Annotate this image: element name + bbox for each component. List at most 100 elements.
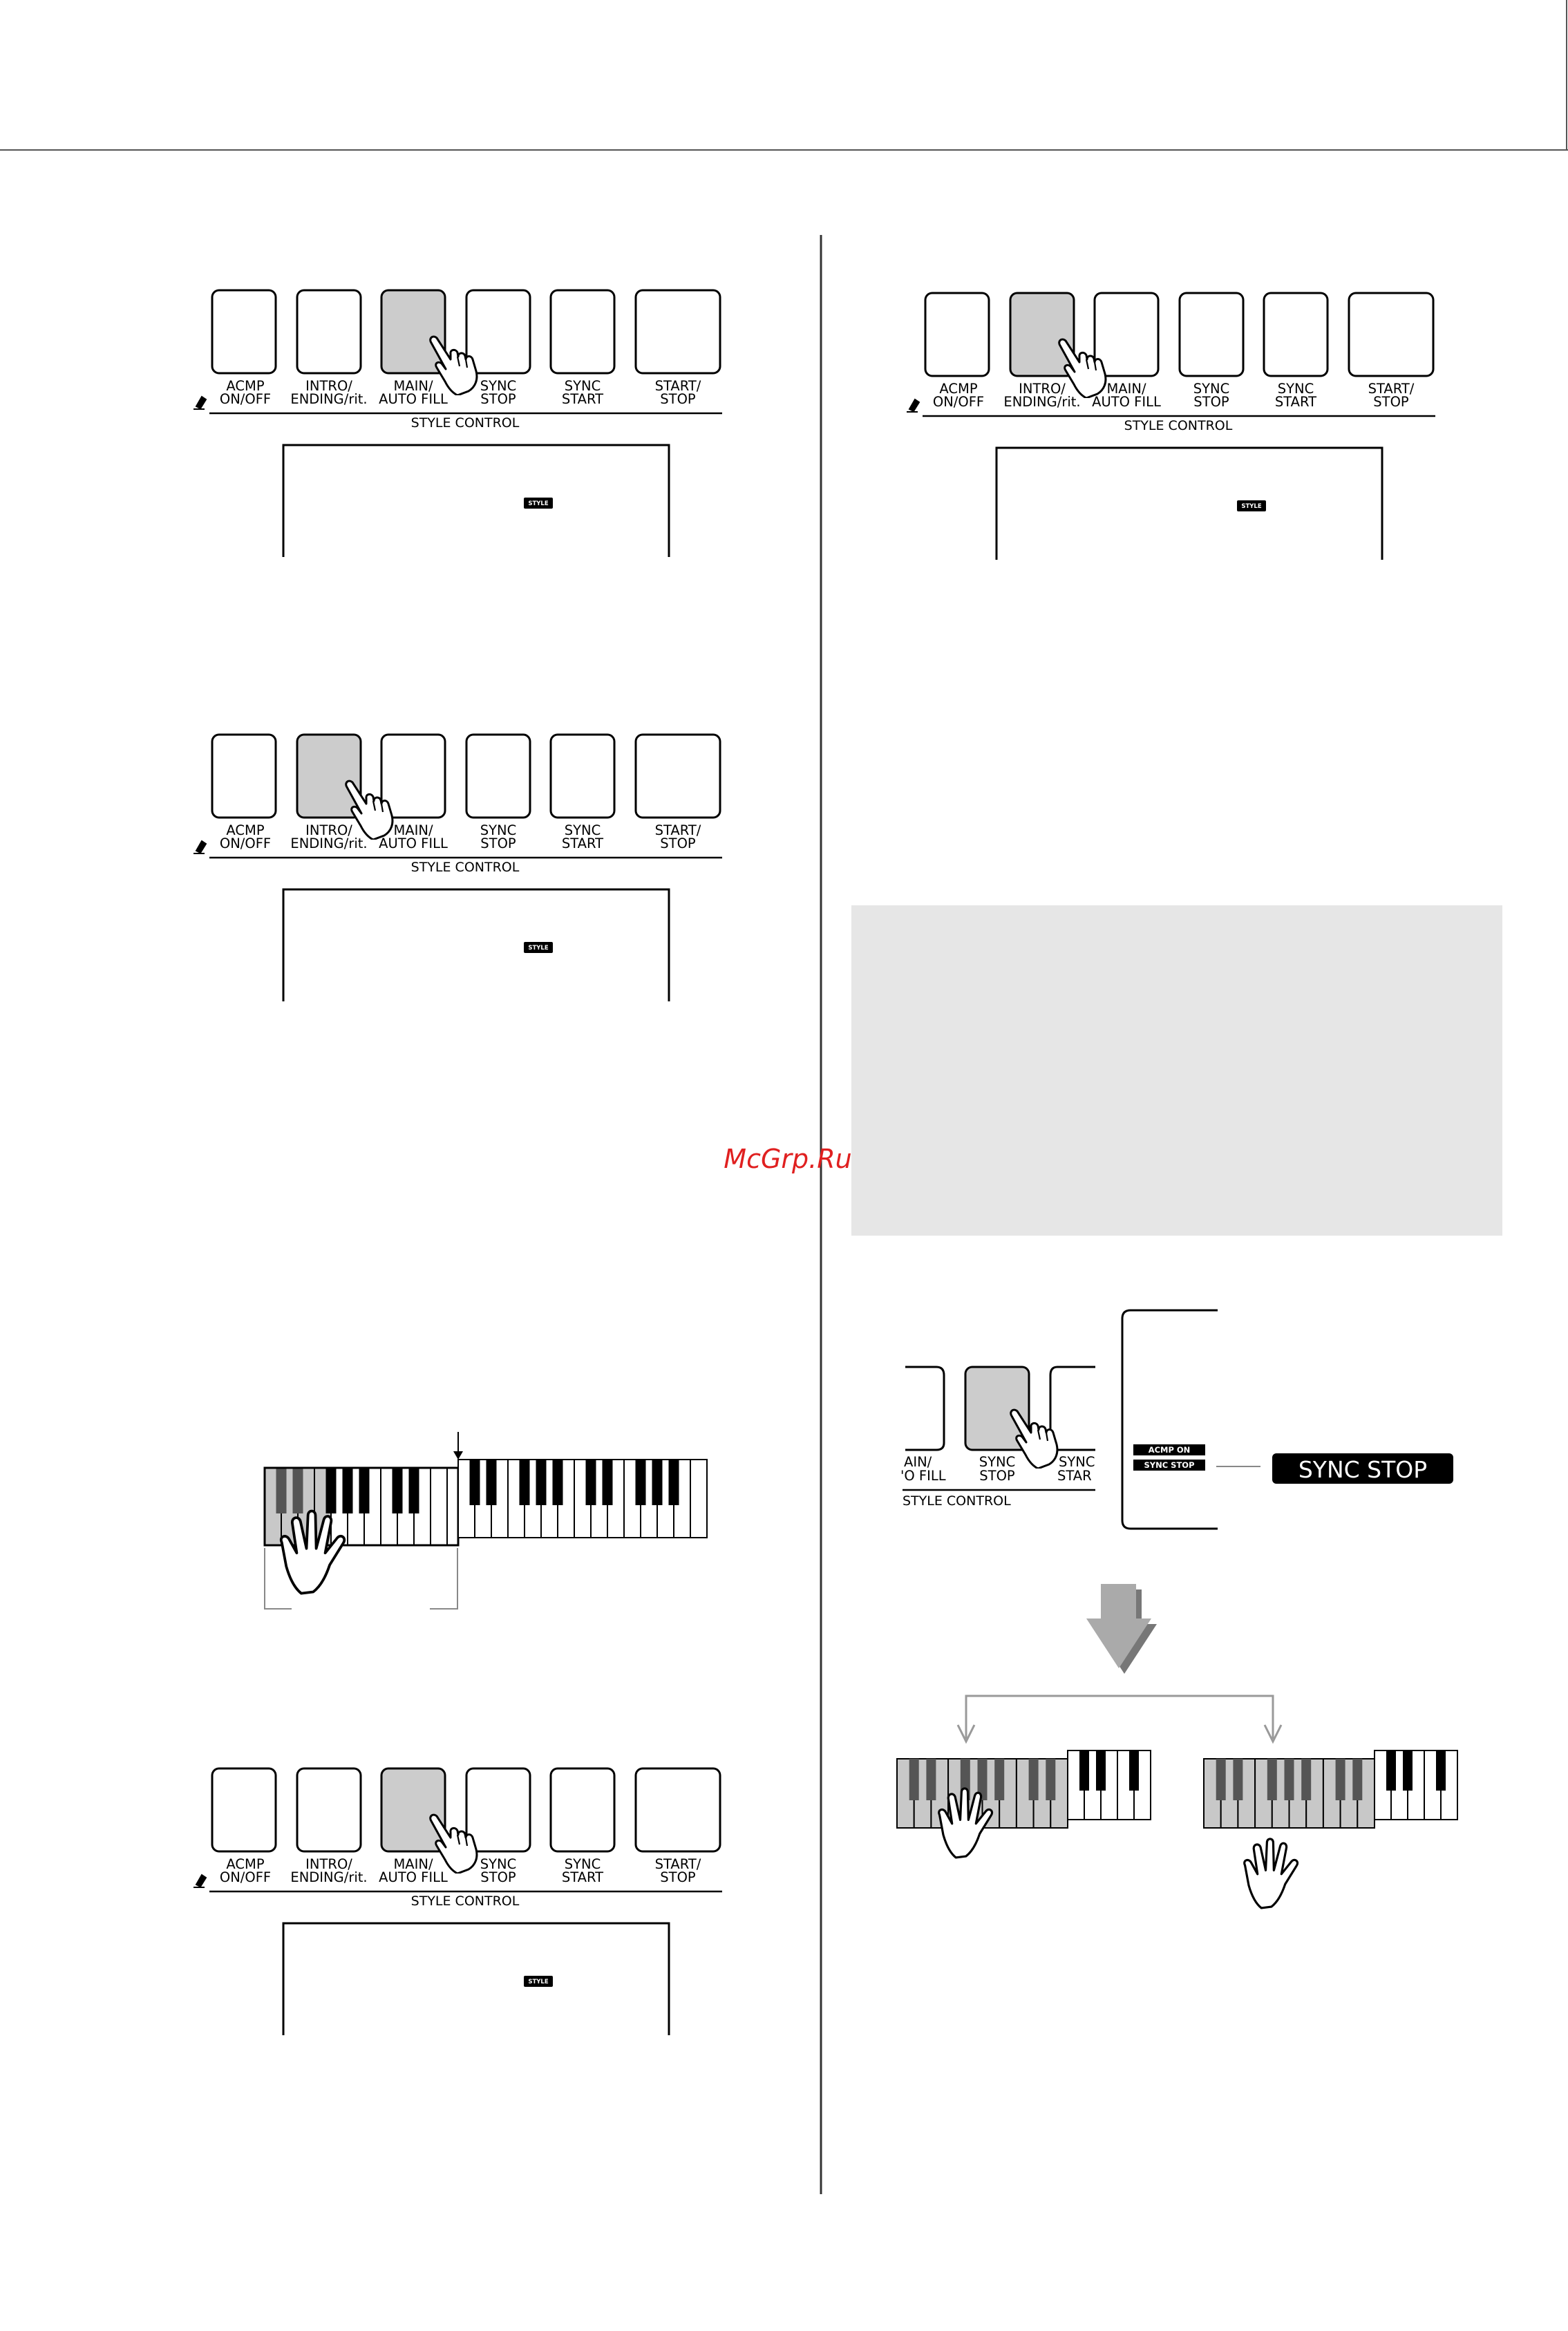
black-key (1284, 1759, 1294, 1800)
acmp-on-indicator (1133, 1444, 1205, 1455)
acmp-button[interactable] (211, 1767, 277, 1853)
intro-button[interactable] (296, 733, 362, 819)
acmp-label-line2: ON/OFF (933, 394, 984, 410)
intro-label-line2: ENDING/rit. (290, 1869, 367, 1885)
main-button[interactable] (380, 289, 446, 375)
black-key (1386, 1750, 1396, 1791)
black-key (1352, 1759, 1363, 1800)
startstop-label-line1: START/ (655, 378, 701, 394)
keyboard-left-section (264, 1467, 448, 1546)
syncstart-label-line1: SYNC (565, 822, 601, 838)
pencil-icon (193, 840, 207, 854)
black-key (392, 1468, 403, 1513)
black-key (1129, 1750, 1139, 1791)
black-key (1267, 1759, 1277, 1800)
pencil-icon (907, 398, 920, 413)
style-control-label: STYLE CONTROL (411, 415, 520, 431)
style-indicator-label: STYLE (528, 945, 548, 952)
black-key (909, 1759, 919, 1800)
acmp-label-line1: ACMP (226, 1856, 264, 1872)
style-indicator (524, 498, 553, 509)
main-label-line2: AUTO FILL (1092, 394, 1161, 410)
startstop-button[interactable] (1348, 292, 1435, 377)
main-label-line2: AUTO FILL (379, 836, 448, 851)
black-key (536, 1460, 547, 1505)
intro-button[interactable] (296, 1767, 362, 1853)
startstop-label-line1: START/ (655, 1856, 701, 1872)
syncstart-button[interactable] (549, 733, 616, 819)
black-key (1046, 1759, 1056, 1800)
black-key (292, 1468, 303, 1513)
black-key (1096, 1750, 1106, 1791)
intro-button[interactable] (296, 289, 362, 375)
main-label-line2: AUTO FILL (379, 1869, 448, 1885)
syncstop-label-line1: SYNC (1193, 381, 1230, 397)
syncstart-button[interactable] (549, 1767, 616, 1853)
partial-button-left[interactable] (905, 1366, 945, 1451)
syncstart-label-line2: START (562, 391, 603, 407)
sync-stop-indicator (1133, 1460, 1205, 1471)
startstop-label-line2: STOP (660, 836, 696, 851)
black-key (652, 1460, 663, 1505)
black-key (519, 1460, 530, 1505)
syncstop-button[interactable] (465, 733, 531, 819)
syncstart-button[interactable] (549, 289, 616, 375)
acmp-button[interactable] (924, 292, 990, 377)
main-button[interactable] (1093, 292, 1160, 377)
keyboard-right-section (457, 1459, 708, 1538)
syncstop-button[interactable] (465, 289, 531, 375)
acmp-button[interactable] (211, 289, 277, 375)
intro-label-line1: INTRO/ (305, 378, 352, 394)
main-button[interactable] (380, 733, 446, 819)
style-indicator-label: STYLE (1241, 503, 1261, 510)
black-key (585, 1460, 596, 1505)
black-key (926, 1759, 936, 1800)
sync-stop-label-1: SYNC (979, 1454, 1016, 1470)
black-key (469, 1460, 480, 1505)
black-key (977, 1759, 988, 1800)
acmp-label-line1: ACMP (226, 822, 264, 838)
syncstop-button[interactable] (465, 1767, 531, 1853)
intro-button[interactable] (1009, 292, 1075, 377)
syncstart-button[interactable] (1263, 292, 1329, 377)
pencil-icon (193, 395, 207, 410)
sync-stop-button[interactable] (964, 1366, 1030, 1451)
acmp-label-line1: ACMP (939, 381, 977, 397)
black-key (635, 1460, 646, 1505)
lcd-display (282, 1922, 670, 2035)
black-key (486, 1460, 497, 1505)
sync-stop-callout-label: SYNC STOP (1298, 1456, 1427, 1483)
black-key (342, 1468, 353, 1513)
sync-stop-callout (1272, 1453, 1453, 1484)
syncstart-label-line2: START (562, 1869, 603, 1885)
intro-label-line1: INTRO/ (1019, 381, 1066, 397)
style-indicator-label: STYLE (528, 1979, 548, 1985)
startstop-label-line2: STOP (660, 1869, 696, 1885)
down-arrow-icon (1086, 1584, 1151, 1668)
split-arrow-icon (453, 1451, 463, 1460)
partial-button-right[interactable] (1049, 1366, 1095, 1451)
intro-label-line2: ENDING/rit. (1003, 394, 1080, 410)
syncstop-label-line1: SYNC (480, 1856, 517, 1872)
keyboard-released-right (1374, 1750, 1458, 1820)
style-control-label: STYLE CONTROL (903, 1493, 1011, 1509)
style-indicator (524, 942, 553, 953)
style-indicator (1237, 500, 1266, 511)
syncstop-button[interactable] (1178, 292, 1245, 377)
black-key (602, 1460, 613, 1505)
partial-label-right-1: SYNC (1059, 1454, 1095, 1470)
syncstop-label-line2: STOP (480, 1869, 516, 1885)
acmp-button[interactable] (211, 733, 277, 819)
startstop-button[interactable] (634, 733, 721, 819)
keyboard-released-left (1203, 1758, 1376, 1829)
keyboard-playing-right (1067, 1750, 1151, 1820)
startstop-button[interactable] (634, 289, 721, 375)
startstop-button[interactable] (634, 1767, 721, 1853)
partial-label-left-1: AIN/ (904, 1454, 932, 1470)
black-key (1301, 1759, 1312, 1800)
released-hand-icon (1243, 1838, 1299, 1909)
main-button[interactable] (380, 1767, 446, 1853)
white-key (430, 1467, 448, 1546)
